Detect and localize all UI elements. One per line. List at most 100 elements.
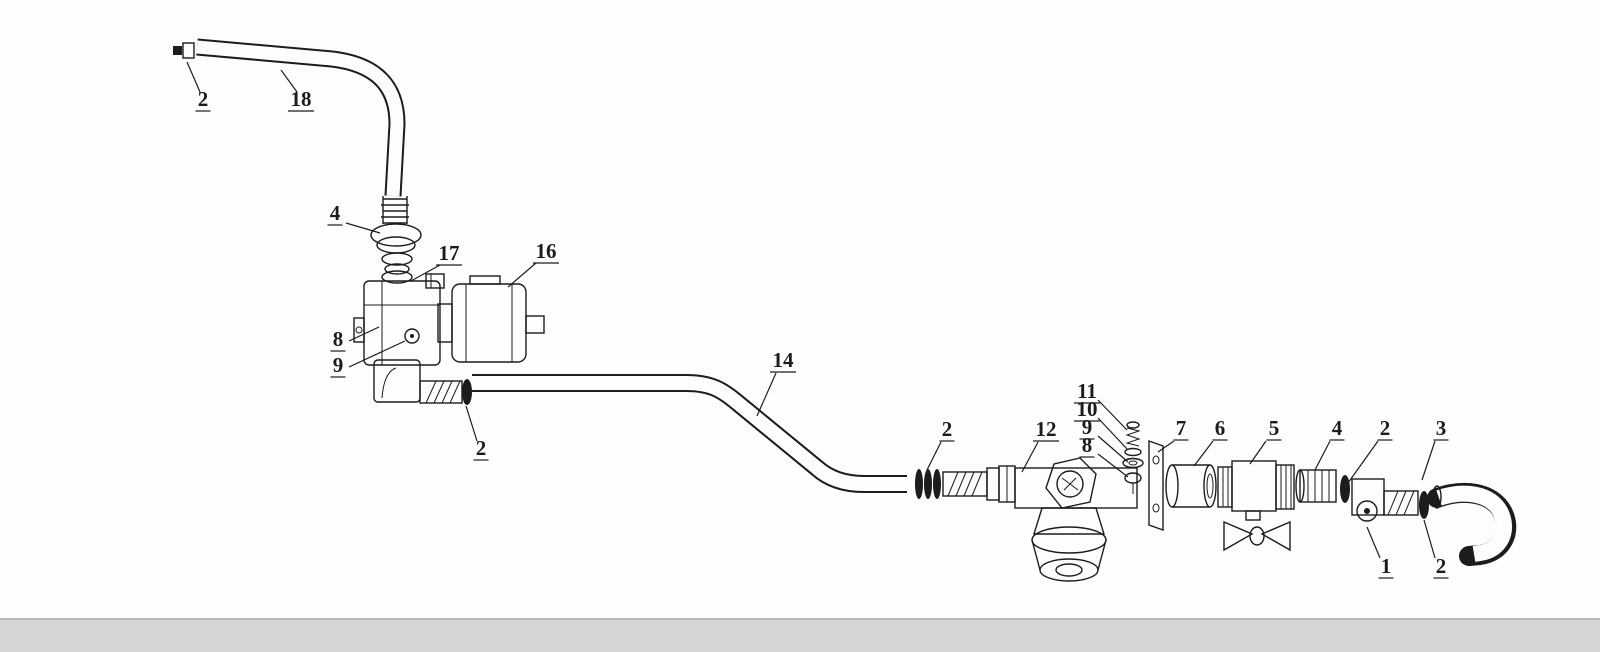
- leader-line: [1097, 453, 1129, 478]
- callout-label: 9: [333, 353, 344, 377]
- callout-part-9: 9: [330, 340, 406, 378]
- part-10-washer: [1124, 447, 1142, 457]
- callout-label: 8: [1082, 433, 1093, 457]
- regulator-bell-cap: [1031, 526, 1107, 582]
- part-12-inlet-barb: [942, 465, 1016, 503]
- part-17-washer-stack: [381, 252, 413, 284]
- part-2-seal-ring-a: [1340, 475, 1350, 503]
- callout-label: 8: [333, 327, 344, 351]
- bottom-bar: [0, 618, 1600, 652]
- callout-label: 5: [1269, 416, 1280, 440]
- callout-part-6: 6: [1193, 416, 1228, 467]
- callout-part-16: 16: [507, 239, 559, 288]
- leader-line: [756, 372, 777, 417]
- callout-label: 1: [1381, 554, 1392, 578]
- part-2-seal-ring-left: [462, 379, 472, 405]
- parts-8-9-10-11-stack: [1122, 421, 1144, 494]
- part-8-9-valve-body: [353, 273, 445, 366]
- callout-part-4: 4: [1314, 416, 1345, 471]
- part-9-washer: [1122, 457, 1144, 469]
- sight-glass: [1356, 500, 1378, 522]
- callout-part-8: 8: [330, 326, 380, 352]
- callout-label: 18: [291, 87, 312, 111]
- leader-line: [1021, 441, 1039, 473]
- callout-part-11: 11: [1074, 379, 1128, 431]
- valve-top-knob: [425, 273, 445, 289]
- leader-line: [1421, 440, 1436, 481]
- callout-part-14: 14: [756, 348, 796, 417]
- leader-line: [1347, 440, 1379, 484]
- callout-part-2: 2: [1347, 416, 1393, 484]
- part-5-ball-valve: [1217, 460, 1295, 552]
- leader-line: [1097, 417, 1129, 451]
- callout-label: 2: [1436, 554, 1447, 578]
- callout-part-17: 17: [410, 241, 462, 282]
- callout-label: 4: [1332, 416, 1343, 440]
- callout-label: 3: [1436, 416, 1447, 440]
- callout-label: 16: [536, 239, 557, 263]
- leader-line: [926, 441, 942, 471]
- leader-line: [507, 262, 537, 288]
- valve-side-tab: [353, 317, 365, 343]
- part-7-bracket: [1148, 440, 1164, 531]
- callout-label: 2: [942, 417, 953, 441]
- callout-part-12: 12: [1021, 417, 1059, 473]
- callout-part-5: 5: [1249, 416, 1282, 465]
- callout-label: 2: [1380, 416, 1391, 440]
- callout-label: 14: [773, 348, 795, 372]
- callout-part-2: 2: [186, 61, 211, 112]
- callout-label: 12: [1036, 417, 1057, 441]
- leader-line: [465, 405, 478, 442]
- callout-part-7: 7: [1157, 416, 1189, 453]
- callout-label: 9: [1082, 415, 1093, 439]
- part-2-seal-ring-b: [1419, 491, 1429, 519]
- leader-line: [348, 326, 380, 342]
- callout-part-10: 10: [1074, 397, 1129, 451]
- callout-part-3: 3: [1421, 416, 1449, 481]
- part-18-bent-tube: [173, 38, 406, 197]
- callout-label: 11: [1077, 379, 1097, 403]
- leader-line: [410, 264, 441, 282]
- leader-line: [1097, 435, 1129, 463]
- part-12-regulator: [1014, 457, 1138, 582]
- leader-line: [1249, 440, 1267, 465]
- part-16-solenoid: [437, 275, 545, 363]
- valve-outlet-elbow: [373, 359, 463, 404]
- callout-part-1: 1: [1366, 526, 1394, 579]
- callout-part-2: 2: [465, 405, 489, 461]
- callout-label: 6: [1215, 416, 1226, 440]
- leader-line: [280, 69, 298, 93]
- part-4-fitting-right: [1295, 469, 1337, 503]
- leader-line: [1193, 440, 1214, 467]
- outlet-barb-fitting: [419, 380, 463, 404]
- leader-line: [345, 222, 381, 234]
- part-1-valve: [1351, 478, 1419, 522]
- part-6-coupling: [1165, 464, 1217, 508]
- callout-label: 2: [198, 87, 209, 111]
- callout-label: 2: [476, 436, 487, 460]
- callout-part-18: 18: [280, 69, 314, 112]
- part-14-long-tube: [472, 374, 907, 493]
- part-2-tip-fitting: [173, 42, 195, 59]
- callout-label: 4: [330, 201, 341, 225]
- valve-handle: [1223, 520, 1291, 552]
- callout-label: 10: [1077, 397, 1098, 421]
- part-3-elbow: [1427, 483, 1517, 566]
- part-11-spring-cap: [1126, 421, 1140, 429]
- valve-stem: [1245, 510, 1261, 521]
- leader-line: [1097, 399, 1128, 431]
- callout-label: 7: [1176, 416, 1187, 440]
- callout-part-9: 9: [1079, 415, 1129, 463]
- leader-line: [1314, 440, 1331, 471]
- leader-line: [186, 61, 201, 93]
- callout-part-8: 8: [1079, 433, 1129, 478]
- callout-label: 17: [439, 241, 460, 265]
- leader-line: [348, 340, 406, 368]
- leader-line: [1366, 526, 1381, 559]
- callout-part-2: 2: [1423, 519, 1449, 579]
- callout-part-4: 4: [327, 201, 381, 234]
- part-4-hose-coupling: [370, 196, 422, 254]
